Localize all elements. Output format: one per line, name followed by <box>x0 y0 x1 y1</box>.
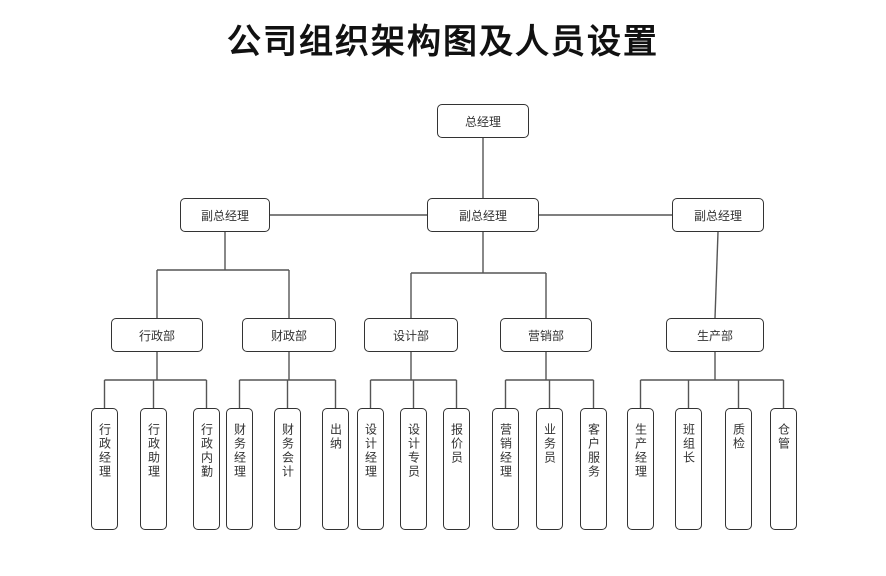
node-deputy-gm-1: 副总经理 <box>180 198 270 232</box>
node-staff-1-2-2: 财务会计 <box>274 408 301 530</box>
node-label: 副总经理 <box>200 208 249 223</box>
node-dept-2-1: 设计部 <box>364 318 458 352</box>
node-staff-2-2-3: 客户服务 <box>580 408 607 530</box>
node-label: 行政部 <box>138 328 175 343</box>
node-staff-2-2-2: 业务员 <box>536 408 563 530</box>
node-general-manager: 总经理 <box>437 104 529 138</box>
node-staff-1-2-1: 财务经理 <box>226 408 253 530</box>
node-staff-3-1-2: 班组长 <box>675 408 702 530</box>
node-staff-1-2-3: 出纳 <box>322 408 349 530</box>
node-label: 质检 <box>731 423 746 451</box>
node-staff-2-1-1: 设计经理 <box>357 408 384 530</box>
node-label: 财务会计 <box>280 423 295 479</box>
node-label: 仓管 <box>776 423 791 451</box>
node-label: 生产部 <box>696 328 733 343</box>
node-label: 出纳 <box>328 423 343 451</box>
node-label: 行政经理 <box>97 423 112 479</box>
node-staff-1-1-1: 行政经理 <box>91 408 118 530</box>
node-dept-1-1: 行政部 <box>111 318 203 352</box>
node-label: 客户服务 <box>586 423 601 479</box>
node-label: 报价员 <box>449 423 464 465</box>
node-staff-3-1-1: 生产经理 <box>627 408 654 530</box>
node-label: 总经理 <box>464 114 501 129</box>
node-staff-2-2-1: 营销经理 <box>492 408 519 530</box>
node-label: 副总经理 <box>458 208 507 223</box>
node-label: 营销部 <box>527 328 564 343</box>
node-deputy-gm-3: 副总经理 <box>672 198 764 232</box>
node-staff-2-1-2: 设计专员 <box>400 408 427 530</box>
node-staff-1-1-2: 行政助理 <box>140 408 167 530</box>
connector-vp-dept <box>714 231 719 319</box>
node-label: 行政内勤 <box>199 423 214 479</box>
node-label: 财政部 <box>270 328 307 343</box>
node-staff-3-1-4: 仓管 <box>770 408 797 530</box>
node-dept-3-1: 生产部 <box>666 318 764 352</box>
node-staff-3-1-3: 质检 <box>725 408 752 530</box>
node-label: 设计专员 <box>406 423 421 479</box>
node-label: 生产经理 <box>633 423 648 479</box>
node-label: 营销经理 <box>498 423 513 479</box>
page-title: 公司组织架构图及人员设置 <box>227 22 659 62</box>
node-label: 设计部 <box>392 328 429 343</box>
node-label: 副总经理 <box>693 208 742 223</box>
node-label: 设计经理 <box>363 423 378 479</box>
node-label: 班组长 <box>681 423 696 465</box>
node-label: 业务员 <box>542 423 557 465</box>
node-dept-2-2: 营销部 <box>500 318 592 352</box>
node-label: 行政助理 <box>146 423 161 479</box>
node-staff-2-1-3: 报价员 <box>443 408 470 530</box>
node-deputy-gm-2: 副总经理 <box>427 198 539 232</box>
node-staff-1-1-3: 行政内勤 <box>193 408 220 530</box>
node-label: 财务经理 <box>232 423 247 479</box>
node-dept-1-2: 财政部 <box>242 318 336 352</box>
